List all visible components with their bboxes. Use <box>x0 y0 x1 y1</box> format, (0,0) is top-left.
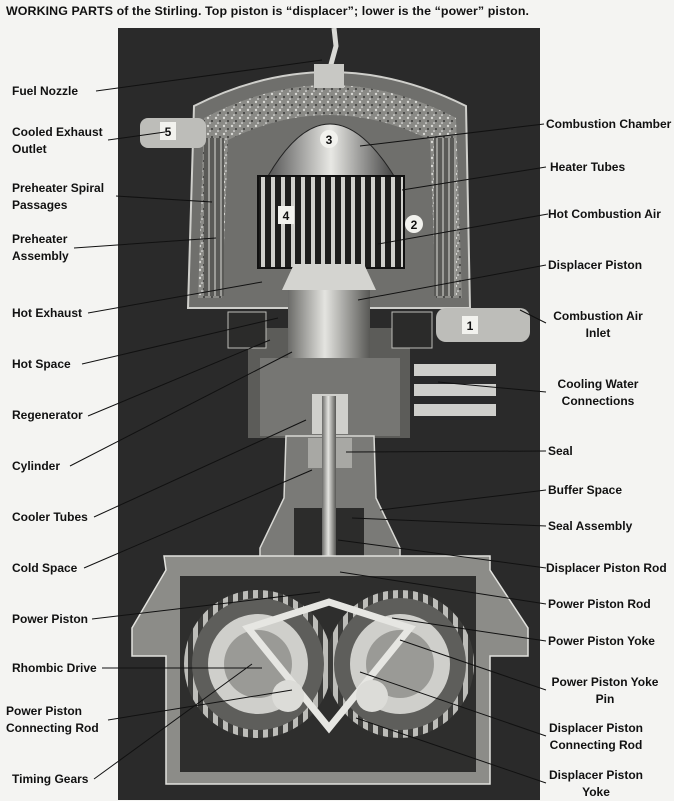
label-hot-combustion-air: Hot Combustion Air <box>548 207 661 221</box>
label-power-piston-yoke: Power Piston Yoke <box>548 634 655 648</box>
callout-5: 5 <box>165 125 172 139</box>
callout-2: 2 <box>411 218 418 232</box>
label-regenerator: Regenerator <box>12 408 83 422</box>
label-preheater-assembly: Preheater Assembly <box>12 232 69 263</box>
label-cold-space: Cold Space <box>12 561 78 575</box>
label-hot-space: Hot Space <box>12 357 71 371</box>
callout-3: 3 <box>326 133 333 147</box>
label-displacer-piston-connecting-rod: Displacer Piston Connecting Rod <box>548 721 644 752</box>
label-combustion-chamber: Combustion Chamber <box>546 117 672 131</box>
label-combustion-air-inlet: Combustion Air Inlet <box>553 309 643 340</box>
label-power-piston-rod: Power Piston Rod <box>548 597 651 611</box>
label-power-piston: Power Piston <box>12 612 89 626</box>
label-heater-tubes: Heater Tubes <box>550 160 626 174</box>
label-buffer-space: Buffer Space <box>548 483 623 497</box>
label-timing-gears: Timing Gears <box>12 772 89 786</box>
callout-4: 4 <box>283 209 290 223</box>
label-power-piston-connecting-rod: Power Piston Connecting Rod <box>6 704 99 735</box>
label-displacer-piston: Displacer Piston <box>548 258 643 272</box>
label-cooled-exhaust-outlet: Cooled Exhaust Outlet <box>12 125 103 156</box>
label-cooling-water-connections: Cooling Water Connections <box>557 377 639 408</box>
label-seal-assembly: Seal Assembly <box>548 519 633 533</box>
label-cooler-tubes: Cooler Tubes <box>12 510 88 524</box>
figure-caption: WORKING PARTS of the Stirling. Top pisto… <box>6 4 530 18</box>
callout-1: 1 <box>467 319 474 333</box>
label-displacer-piston-rod: Displacer Piston Rod <box>546 561 667 575</box>
label-cylinder: Cylinder <box>12 459 61 473</box>
label-fuel-nozzle: Fuel Nozzle <box>12 84 79 98</box>
label-rhombic-drive: Rhombic Drive <box>12 661 97 675</box>
stirling-engine-cutaway-image: 1 2 3 4 5 <box>118 28 540 800</box>
label-seal: Seal <box>548 444 573 458</box>
label-displacer-piston-yoke: Displacer Piston Yoke <box>548 768 644 799</box>
label-power-piston-yoke-pin: Power Piston Yoke Pin <box>551 675 659 706</box>
label-hot-exhaust: Hot Exhaust <box>12 306 83 320</box>
label-preheater-spiral-passages: Preheater Spiral Passages <box>12 181 105 212</box>
